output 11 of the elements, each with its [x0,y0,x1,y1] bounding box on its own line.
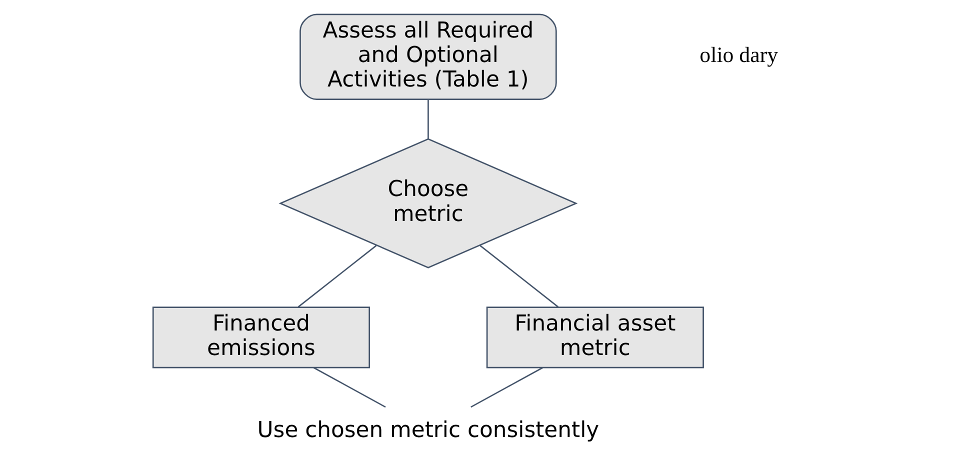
connector [479,244,558,307]
connector [427,98,428,138]
connector [470,366,543,408]
connector [297,244,376,307]
node-box: Assess all Required and Optional Activities (Table 1) [299,13,556,100]
label: olio dary [699,42,778,67]
node-box: Financial asset metric [486,306,704,368]
connector [312,366,386,408]
node-box: Financed emissions [152,306,370,368]
node-diamond: Choose metric [278,138,578,268]
node-text: Use chosen metric consistently [256,418,599,443]
